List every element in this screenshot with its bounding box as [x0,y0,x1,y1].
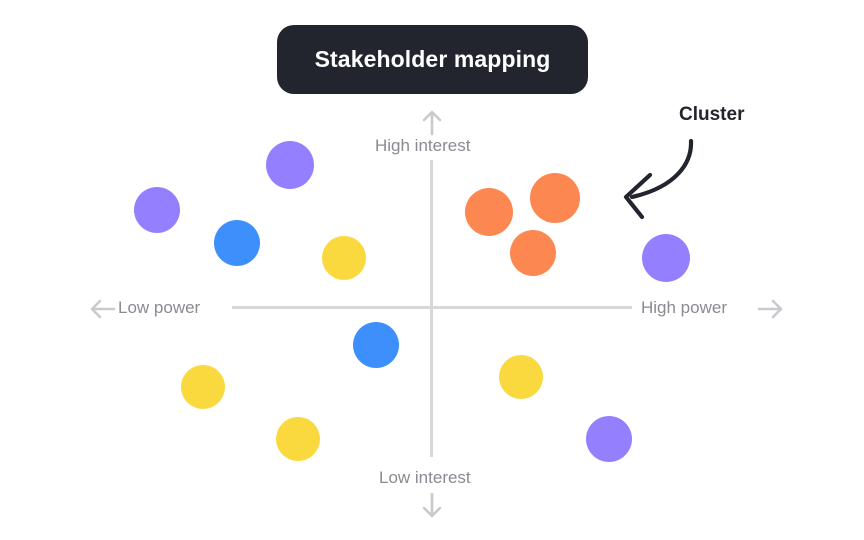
page-title: Stakeholder mapping [314,46,551,72]
cluster-annotation-label: Cluster [679,104,745,125]
page-title-pill: Stakeholder mapping [277,25,588,94]
scatter-dot-orange[interactable] [530,173,580,223]
axis-label-low-power: Low power [118,298,201,317]
horizontal-axis-line [232,306,632,309]
scatter-dot-orange[interactable] [510,230,556,276]
scatter-dot-yellow[interactable] [181,365,225,409]
scatter-dot-purple[interactable] [642,234,690,282]
scatter-dot-orange[interactable] [465,188,513,236]
scatter-dot-yellow[interactable] [276,417,320,461]
scatter-dot-purple[interactable] [266,141,314,189]
scatter-dot-blue[interactable] [353,322,399,368]
scatter-dot-purple[interactable] [586,416,632,462]
axis-label-low-interest: Low interest [379,468,471,487]
scatter-dot-purple[interactable] [134,187,180,233]
scatter-dot-yellow[interactable] [499,355,543,399]
scatter-dot-yellow[interactable] [322,236,366,280]
arrow-left-icon [88,295,116,328]
arrow-down-icon [418,492,446,525]
curved-arrow-icon [596,135,716,220]
axis-label-high-interest: High interest [375,136,471,155]
arrow-up-icon [418,108,446,141]
scatter-dot-blue[interactable] [214,220,260,266]
axis-label-high-power: High power [641,298,727,317]
arrow-right-icon [757,295,785,328]
